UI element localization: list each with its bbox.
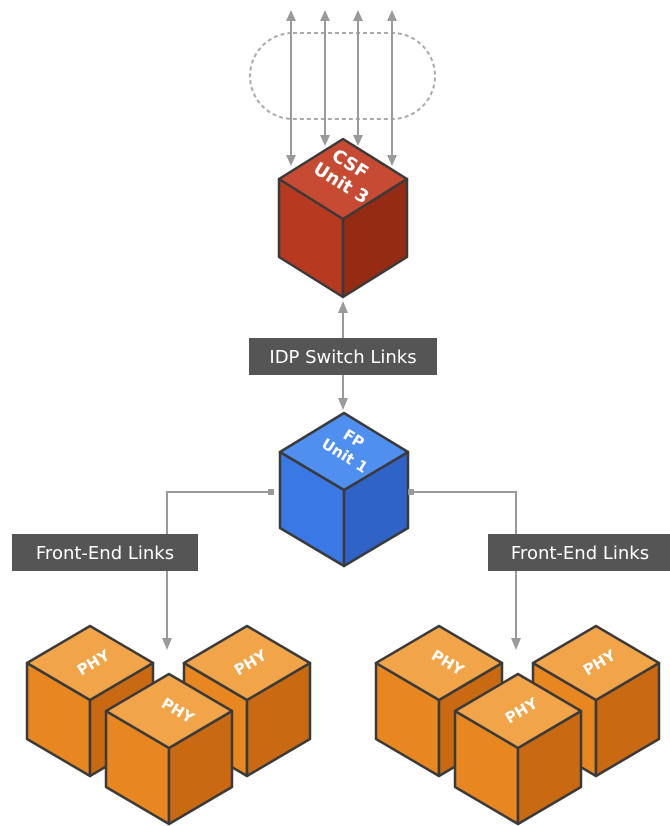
- external-fabric-dashed-outline: [249, 32, 436, 120]
- front-end-links-right-text: Front-End Links: [511, 543, 649, 564]
- phy-cluster-left: PHY PHY PHY: [25, 624, 312, 826]
- front-end-link-right: [408, 489, 521, 650]
- csf-unit-3-cube: CSF Unit 3: [277, 137, 409, 299]
- csf-cube-top-face: [277, 137, 409, 221]
- fp-cube-top-face: [278, 411, 410, 492]
- uplink-arrow-3: [353, 10, 363, 146]
- uplink-arrow-2: [320, 10, 330, 146]
- idp-switch-links-label: IDP Switch Links: [249, 338, 437, 375]
- uplink-arrow-1: [286, 10, 296, 166]
- uplink-arrows: [286, 10, 397, 166]
- phy-cube-right-c: PHY: [453, 672, 583, 826]
- front-end-link-left: [162, 489, 274, 650]
- idp-switch-links-text: IDP Switch Links: [269, 347, 416, 368]
- front-end-links-left-text: Front-End Links: [36, 543, 174, 564]
- front-end-links-label-left: Front-End Links: [12, 534, 198, 571]
- front-end-links-label-right: Front-End Links: [488, 534, 670, 571]
- uplink-arrow-4: [387, 10, 397, 166]
- fp-unit-1-cube: FP Unit 1: [278, 411, 410, 568]
- phy-cube-left-c: PHY: [104, 672, 234, 826]
- phy-cluster-right: PHY PHY PHY: [374, 624, 661, 826]
